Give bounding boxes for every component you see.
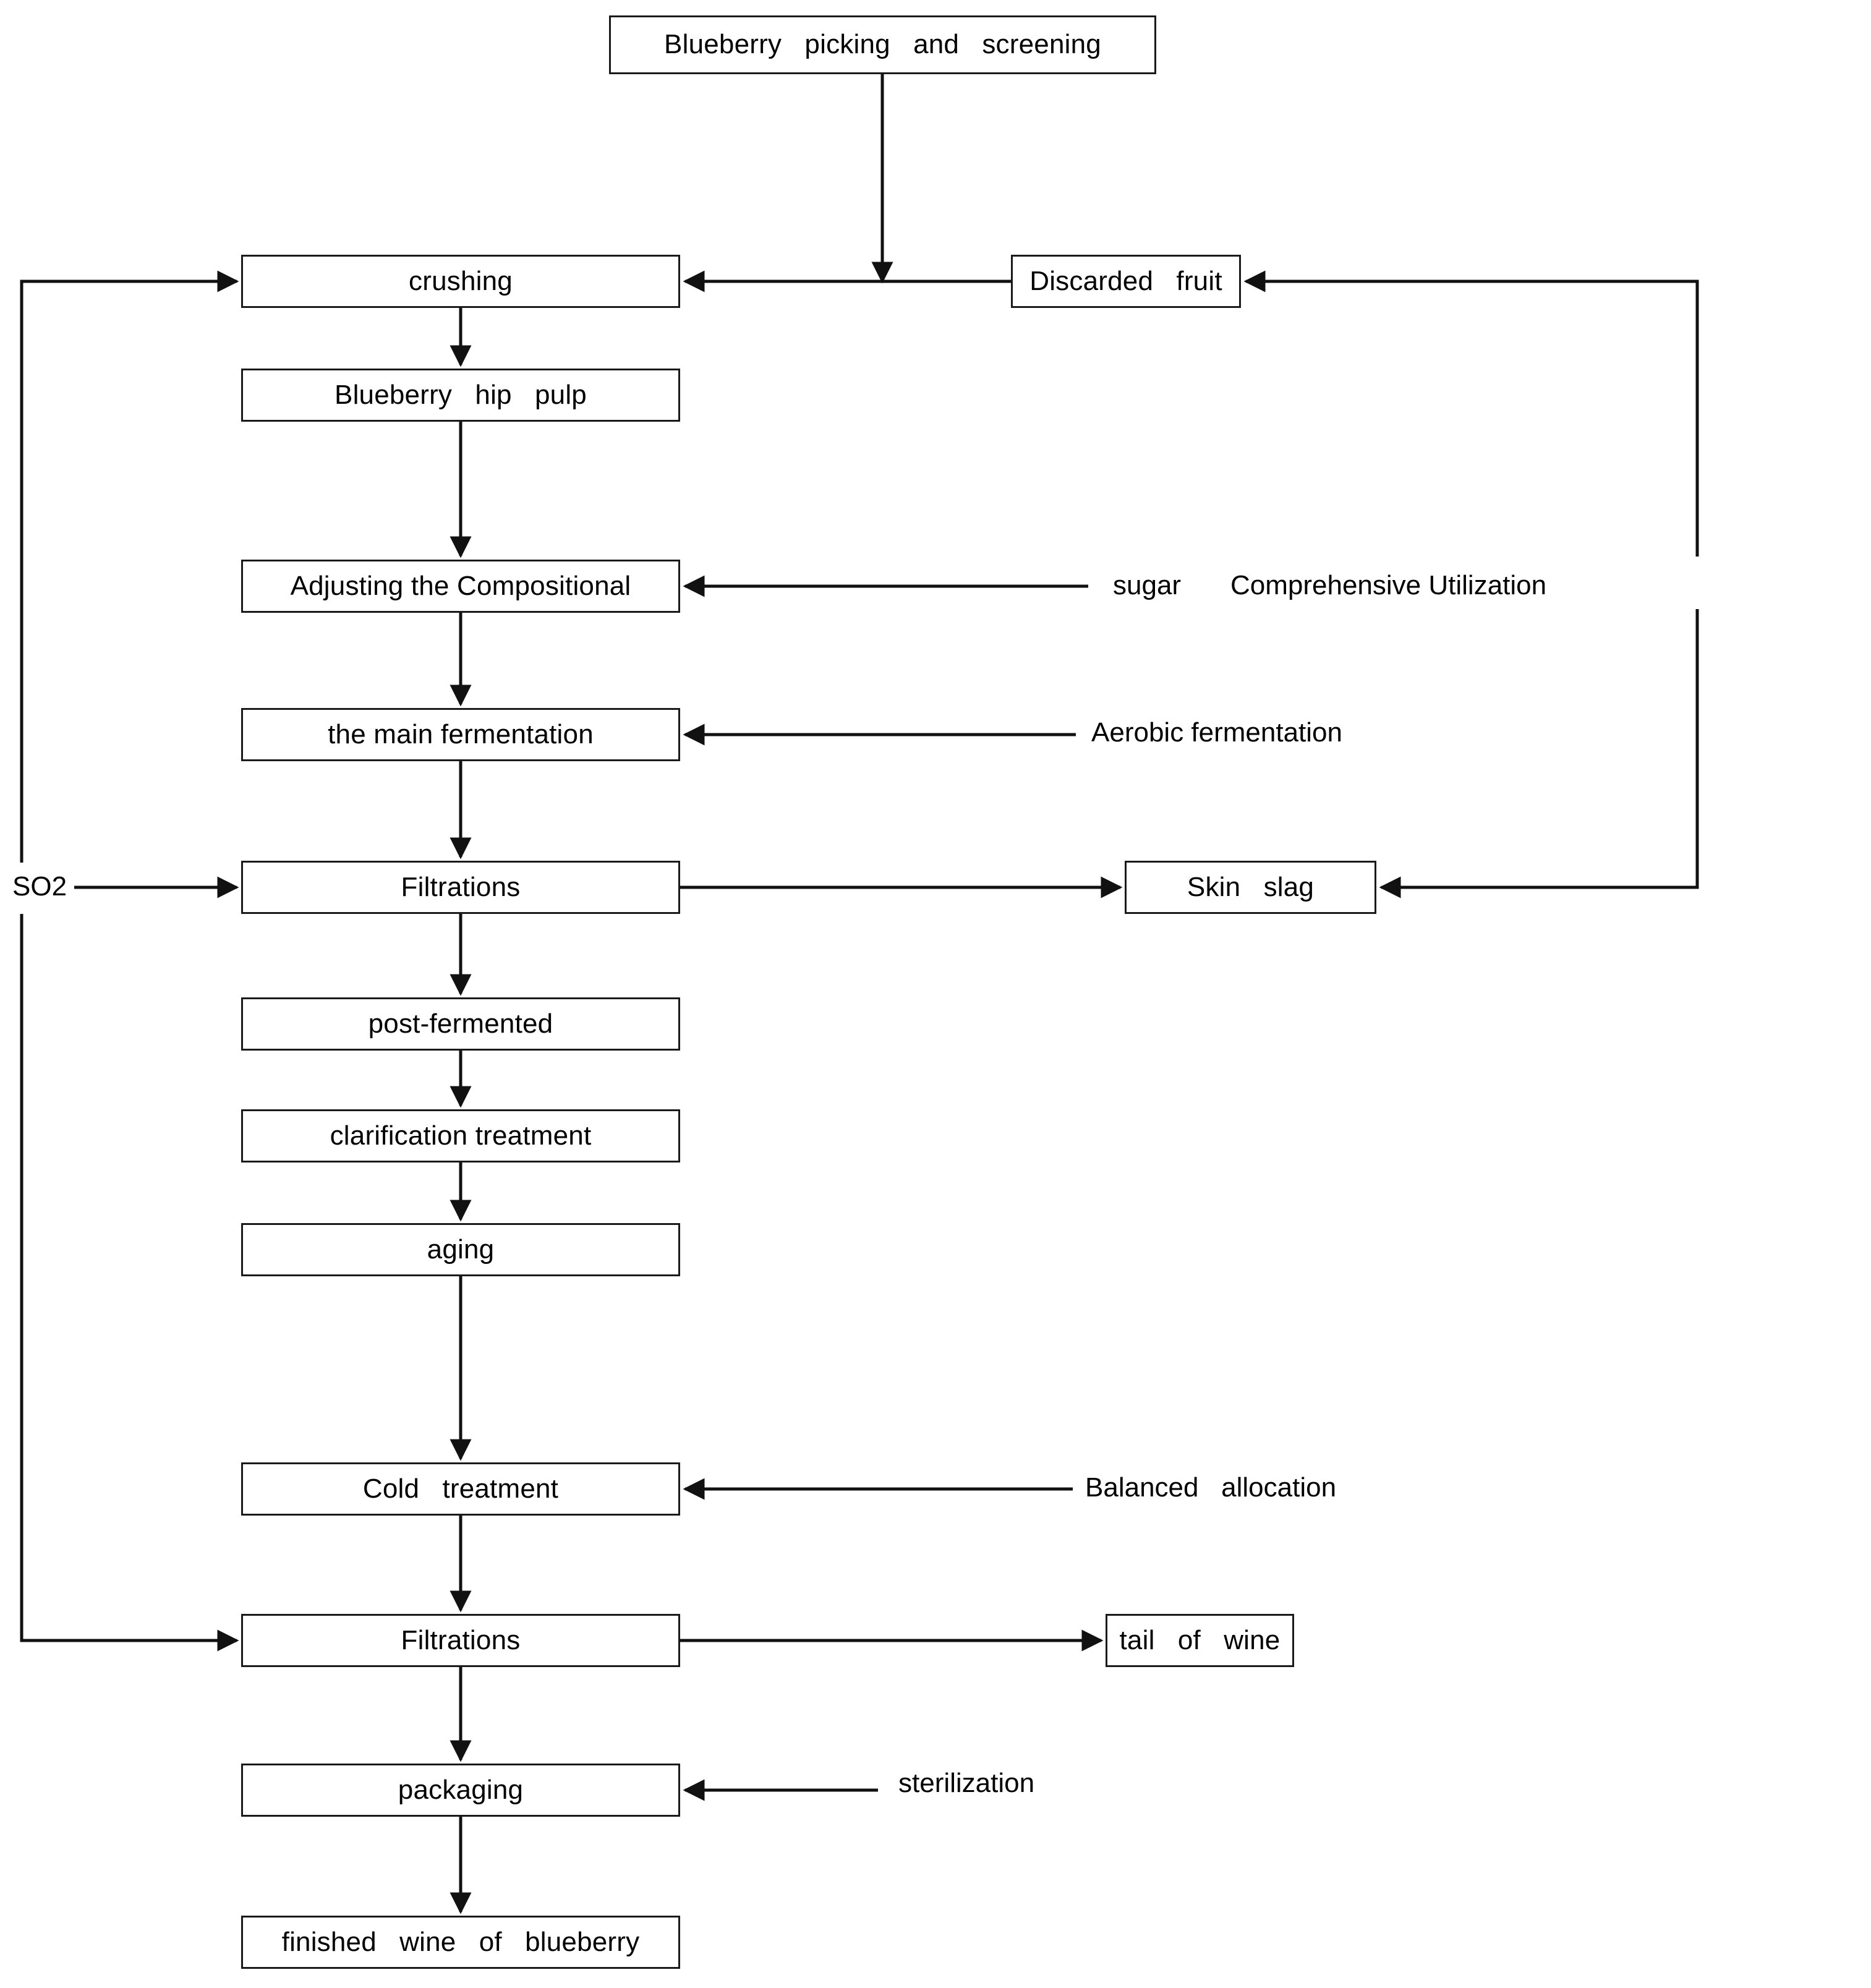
- node-label: clarification treatment: [330, 1120, 592, 1151]
- edge-compuse-to-skinslag: [1379, 609, 1699, 898]
- node-label: aging: [427, 1234, 495, 1265]
- node-post-fermented[interactable]: post-fermented: [241, 997, 680, 1051]
- node-filtrations-second[interactable]: Filtrations: [241, 1614, 680, 1667]
- node-label: Discarded fruit: [1029, 265, 1222, 296]
- node-main-fermentation[interactable]: the main fermentation: [241, 708, 680, 761]
- label-so2: SO2: [12, 871, 67, 902]
- node-packaging[interactable]: packaging: [241, 1764, 680, 1817]
- node-crushing[interactable]: crushing: [241, 255, 680, 308]
- node-adjusting-the-compositional[interactable]: Adjusting the Compositional: [241, 560, 680, 613]
- node-label: Cold treatment: [362, 1473, 559, 1504]
- node-label: finished wine of blueberry: [281, 1926, 640, 1957]
- label-sterilization: sterilization: [898, 1768, 1035, 1798]
- edge-leftrail-to-crushing: [20, 270, 239, 863]
- node-label: the main fermentation: [328, 719, 594, 749]
- node-discarded-fruit[interactable]: Discarded fruit: [1011, 255, 1241, 308]
- node-label: Adjusting the Compositional: [290, 570, 631, 601]
- node-blueberry-hip-pulp[interactable]: Blueberry hip pulp: [241, 369, 680, 422]
- edge-compuse-to-discarded: [1243, 270, 1699, 557]
- node-blueberry-picking[interactable]: Blueberry picking and screening: [609, 15, 1156, 74]
- node-tail-of-wine[interactable]: tail of wine: [1106, 1614, 1294, 1667]
- label-sugar: sugar: [1113, 570, 1182, 600]
- node-label: Filtrations: [401, 1624, 521, 1655]
- node-label: post-fermented: [368, 1008, 553, 1039]
- node-label: packaging: [398, 1774, 524, 1805]
- node-finished-wine-of-blueberry[interactable]: finished wine of blueberry: [241, 1916, 680, 1969]
- node-label: Blueberry picking and screening: [664, 29, 1101, 60]
- edge-leftrail-to-filtrations2: [20, 914, 239, 1652]
- node-label: tail of wine: [1119, 1624, 1281, 1655]
- node-aging[interactable]: aging: [241, 1223, 680, 1276]
- label-aerobic-fermentation: Aerobic fermentation: [1091, 717, 1342, 748]
- node-filtrations-first[interactable]: Filtrations: [241, 861, 680, 914]
- label-comprehensive-utilization: Comprehensive Utilization: [1230, 570, 1547, 600]
- node-label: Blueberry hip pulp: [335, 379, 587, 410]
- node-label: Filtrations: [401, 871, 521, 902]
- label-balanced-allocation: Balanced allocation: [1085, 1472, 1337, 1503]
- node-skin-slag[interactable]: Skin slag: [1125, 861, 1376, 914]
- node-label: Skin slag: [1187, 871, 1315, 902]
- node-clarification-treatment[interactable]: clarification treatment: [241, 1109, 680, 1163]
- node-cold-treatment[interactable]: Cold treatment: [241, 1462, 680, 1516]
- node-label: crushing: [409, 265, 513, 296]
